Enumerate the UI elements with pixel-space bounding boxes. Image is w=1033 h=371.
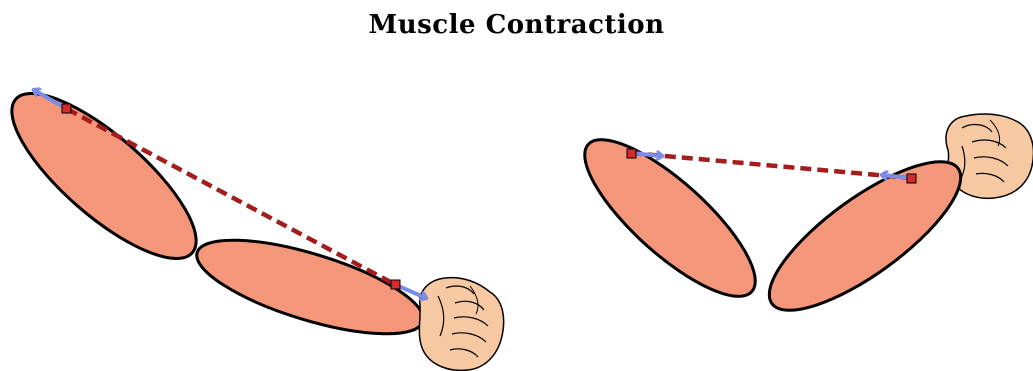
attachment-point-icon <box>627 149 636 158</box>
attachment-point-icon <box>62 104 71 113</box>
upper-arm-segment <box>0 69 219 283</box>
extended-arm-panel <box>0 69 504 370</box>
fist-icon <box>419 278 503 371</box>
attachment-point-icon <box>391 280 400 289</box>
flexed-arm-panel <box>564 114 1033 334</box>
attachment-point-icon <box>907 174 916 183</box>
upper-arm-segment <box>564 118 776 319</box>
